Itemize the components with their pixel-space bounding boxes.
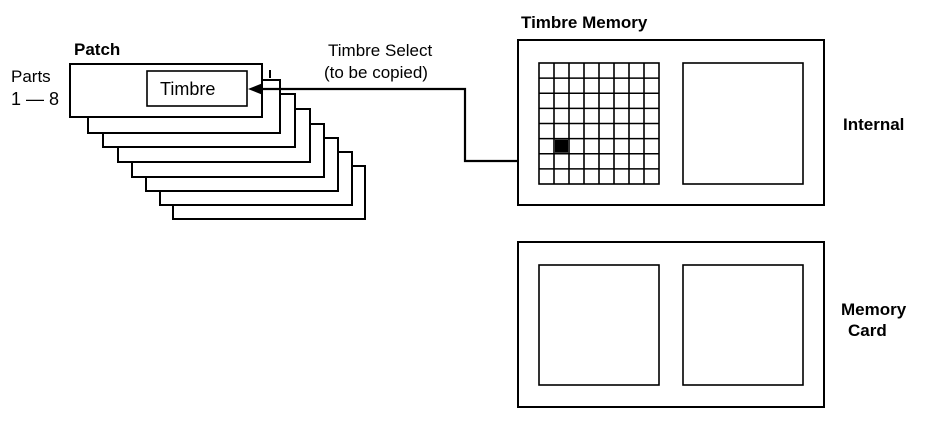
timbre-box xyxy=(146,70,248,107)
timbre-grid xyxy=(538,62,660,185)
internal-label: Internal xyxy=(843,115,904,134)
copy-arrow xyxy=(248,83,559,163)
timbre-select-sublabel: (to be copied) xyxy=(324,63,428,82)
patch-title: Patch xyxy=(74,40,120,59)
memory-card-bank-2 xyxy=(682,264,804,386)
timbre-select-label: Timbre Select xyxy=(328,41,433,60)
parts-label-line1: Parts xyxy=(11,67,51,86)
timbre-memory-title: Timbre Memory xyxy=(521,13,648,32)
timbre-box-label: Timbre xyxy=(160,79,215,99)
memory-card-label-line2: Card xyxy=(848,321,887,340)
memory-card-bank-1 xyxy=(538,264,660,386)
parts-label-line2: 1 — 8 xyxy=(11,89,59,109)
memory-card-label-line1: Memory xyxy=(841,300,907,319)
internal-bank-2 xyxy=(682,62,804,185)
selected-timbre-cell xyxy=(555,139,568,153)
